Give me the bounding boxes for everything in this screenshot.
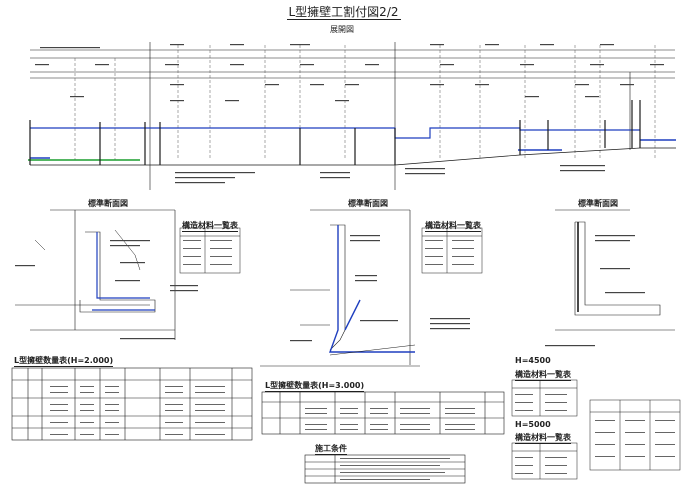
section-c-dim-1: H=4500 (515, 356, 551, 365)
section-b-title: 標準断面図 (348, 199, 388, 208)
section-c-materials-title-1: 構造材料一覧表 (515, 370, 571, 381)
table-2-title: L型擁壁数量表(H=3.000) (265, 381, 365, 392)
table-1-title: L型擁壁数量表(H=2.000) (14, 356, 114, 367)
conditions-title: 施工条件 (315, 444, 347, 455)
sheet-title: L型擁壁工割付図2/2 (286, 5, 401, 20)
section-c-dim-2: H=5000 (515, 420, 551, 429)
section-a-materials-title: 構造材料一覧表 (182, 221, 238, 232)
section-b-materials-title: 構造材料一覧表 (425, 221, 481, 232)
section-c-materials-title-2: 構造材料一覧表 (515, 433, 571, 444)
profile-label: 展開図 (330, 25, 354, 34)
section-c-title: 標準断面図 (578, 199, 618, 208)
section-a-title: 標準断面図 (88, 199, 128, 208)
